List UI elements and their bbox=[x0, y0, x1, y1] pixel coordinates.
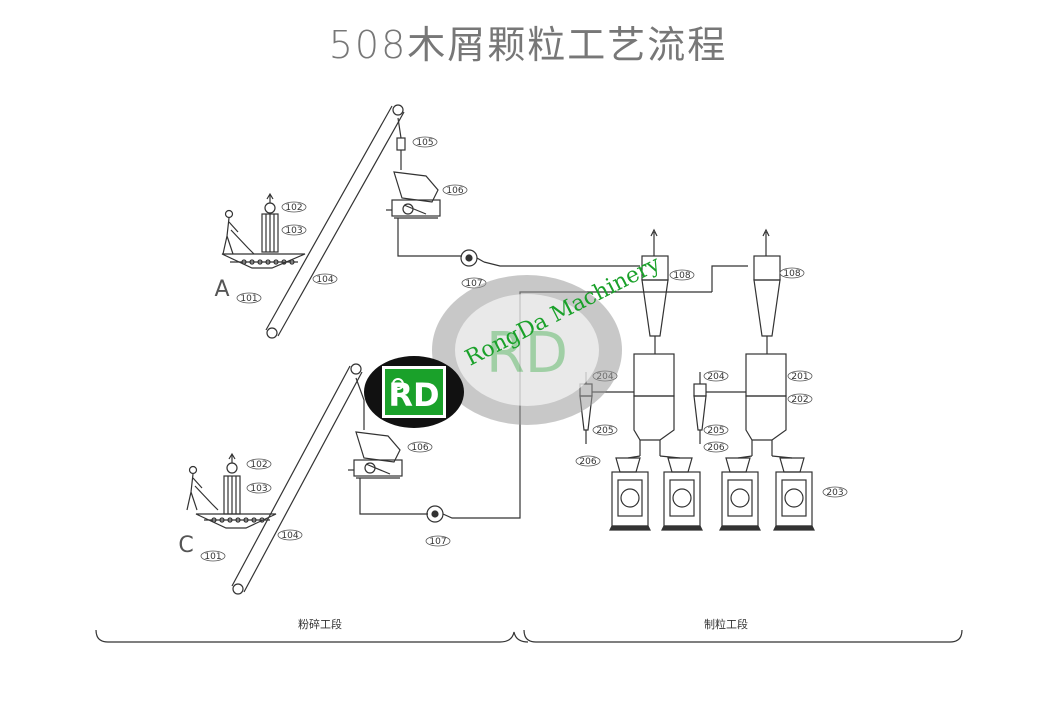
line-c-letter: C bbox=[178, 533, 193, 558]
worker-a bbox=[222, 209, 255, 255]
hammer-mill-a bbox=[386, 171, 441, 219]
pipe-a-cyclone1 bbox=[483, 261, 640, 267]
watermark: RD RD RongDa Machinery bbox=[364, 251, 665, 428]
cyclone-1 bbox=[641, 228, 669, 354]
watermark-bg-letters: RD bbox=[486, 321, 568, 386]
label-p-204b: 204 bbox=[707, 372, 724, 382]
fan-a bbox=[460, 249, 485, 267]
line-a-letter: A bbox=[214, 277, 229, 302]
label-p-206b: 206 bbox=[707, 443, 724, 453]
pipe-to-cyclone2 bbox=[711, 265, 748, 292]
pellet-mill-4 bbox=[773, 457, 815, 531]
watermark-logo-letters: RD bbox=[388, 376, 439, 414]
silo-2 bbox=[745, 353, 787, 456]
pellet-mill-2 bbox=[661, 457, 703, 531]
label-a-107: 107 bbox=[465, 279, 482, 289]
pellet-mill-1 bbox=[609, 457, 651, 531]
storage-bin-a bbox=[261, 192, 279, 253]
label-a-104: 104 bbox=[316, 275, 333, 285]
fan-c bbox=[426, 505, 444, 523]
pipe-a-fan bbox=[397, 218, 462, 257]
chute-a bbox=[397, 117, 402, 170]
silo-feed-pipes bbox=[627, 455, 793, 459]
section-pelletizing: 制粒工段 bbox=[704, 617, 748, 631]
label-p-108: 108 bbox=[783, 269, 800, 279]
bracket-left bbox=[95, 629, 529, 643]
bracket-right bbox=[523, 629, 963, 643]
magnet-a bbox=[396, 137, 406, 151]
feed-hopper-a bbox=[221, 253, 306, 269]
chute-c bbox=[355, 377, 365, 430]
pellet-mill-3 bbox=[719, 457, 761, 531]
label-c-107: 107 bbox=[429, 537, 446, 547]
silo-1 bbox=[633, 353, 675, 456]
diagram-title: 508木屑颗粒工艺流程 bbox=[328, 23, 728, 67]
label-p-206a: 206 bbox=[579, 457, 596, 467]
cyclone-2 bbox=[753, 228, 781, 354]
hammer-mill-c bbox=[348, 431, 403, 479]
label-c-102: 102 bbox=[250, 460, 267, 470]
label-a-101: 101 bbox=[240, 294, 257, 304]
label-p-201: 201 bbox=[791, 372, 808, 382]
label-a-108: 108 bbox=[673, 271, 690, 281]
label-p-203: 203 bbox=[826, 488, 843, 498]
storage-bin-c bbox=[223, 452, 241, 515]
pipe-c-fan bbox=[359, 478, 428, 515]
label-a-103: 103 bbox=[285, 226, 302, 236]
worker-c bbox=[186, 465, 219, 511]
label-a-106: 106 bbox=[446, 186, 463, 196]
label-c-101: 101 bbox=[204, 552, 221, 562]
label-c-104: 104 bbox=[281, 531, 298, 541]
belt-conveyor-c bbox=[231, 363, 363, 595]
label-a-102: 102 bbox=[285, 203, 302, 213]
small-cyclone-2 bbox=[693, 372, 746, 444]
belt-conveyor-a bbox=[265, 104, 405, 339]
feed-hopper-c bbox=[195, 513, 277, 529]
label-p-205a: 205 bbox=[596, 426, 613, 436]
label-a-105: 105 bbox=[416, 138, 433, 148]
section-crushing: 粉碎工段 bbox=[298, 617, 342, 631]
label-p-205b: 205 bbox=[707, 426, 724, 436]
label-p-202: 202 bbox=[791, 395, 808, 405]
label-c-106: 106 bbox=[411, 443, 428, 453]
label-c-103: 103 bbox=[250, 484, 267, 494]
